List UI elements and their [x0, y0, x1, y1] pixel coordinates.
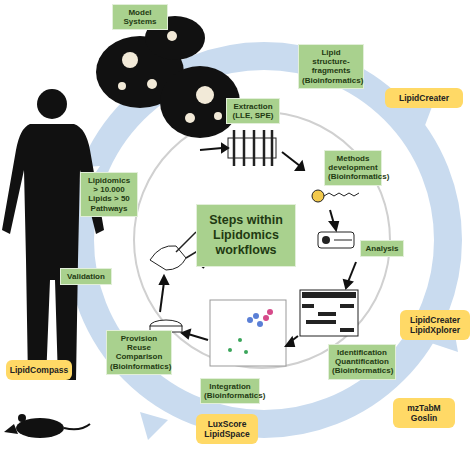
center-box: Steps within Lipidomics workflows: [196, 204, 296, 267]
tool-box: LipidCreaterLipidXplorer: [400, 310, 470, 340]
human-silhouette: [2, 89, 104, 380]
box-text: Analysis: [364, 244, 400, 253]
box-text: LipidCompass: [9, 365, 69, 375]
tool-box: LipidCreater: [385, 88, 463, 108]
mouse: [4, 414, 90, 438]
box-text: Integration (Bioinformatics): [204, 382, 256, 400]
box-text: LipidSpace: [199, 429, 255, 439]
box-text: Lipid structure-fragments (Bioinformatic…: [302, 48, 360, 85]
box-text: Methods development (Bioinformatics): [328, 154, 378, 182]
step-box: Integration (Bioinformatics): [200, 378, 260, 404]
inner-ring: [134, 112, 390, 368]
step-box: Extraction (LLE, SPE): [226, 98, 280, 124]
tool-box: LipidCompass: [6, 360, 72, 380]
cycle-ring: [80, 56, 448, 424]
box-text: > 10.000 Lipids > 50 Pathways: [84, 185, 134, 213]
step-box: Analysis: [360, 240, 404, 257]
cells: [96, 16, 240, 138]
step-box: Validation: [60, 268, 112, 285]
step-box: Lipidomics> 10.000 Lipids > 50 Pathways: [80, 172, 138, 217]
box-text: Extraction (LLE, SPE): [230, 102, 276, 120]
box-text: Identification Quantification (Bioinform…: [332, 348, 392, 376]
step-box: Methods development (Bioinformatics): [324, 150, 382, 186]
ring-gaps: [72, 110, 462, 432]
step-box: Model Systems: [112, 4, 168, 30]
box-text: Validation: [64, 272, 108, 281]
box-text: mzTabM: [396, 403, 452, 413]
box-text: Model Systems: [116, 8, 164, 26]
box-text: Lipidomics: [84, 176, 134, 185]
step-box: Identification Quantification (Bioinform…: [328, 344, 396, 380]
box-text: LipidCreater: [403, 315, 467, 325]
ring-arrowheads: [70, 96, 458, 440]
step-box: Provision Reuse Comparison (Bioinformati…: [106, 330, 172, 375]
tool-box: mzTabMGoslin: [393, 398, 455, 428]
box-text: Goslin: [396, 413, 452, 423]
box-text: LipidCreater: [388, 93, 460, 103]
box-text: LuxScore: [199, 419, 255, 429]
step-box: Lipid structure-fragments (Bioinformatic…: [298, 44, 364, 89]
box-text: LipidXplorer: [403, 325, 467, 335]
box-text: Provision Reuse Comparison (Bioinformati…: [110, 334, 168, 371]
box-text: Steps within Lipidomics workflows: [201, 213, 291, 258]
tool-box: LuxScoreLipidSpace: [196, 414, 258, 444]
